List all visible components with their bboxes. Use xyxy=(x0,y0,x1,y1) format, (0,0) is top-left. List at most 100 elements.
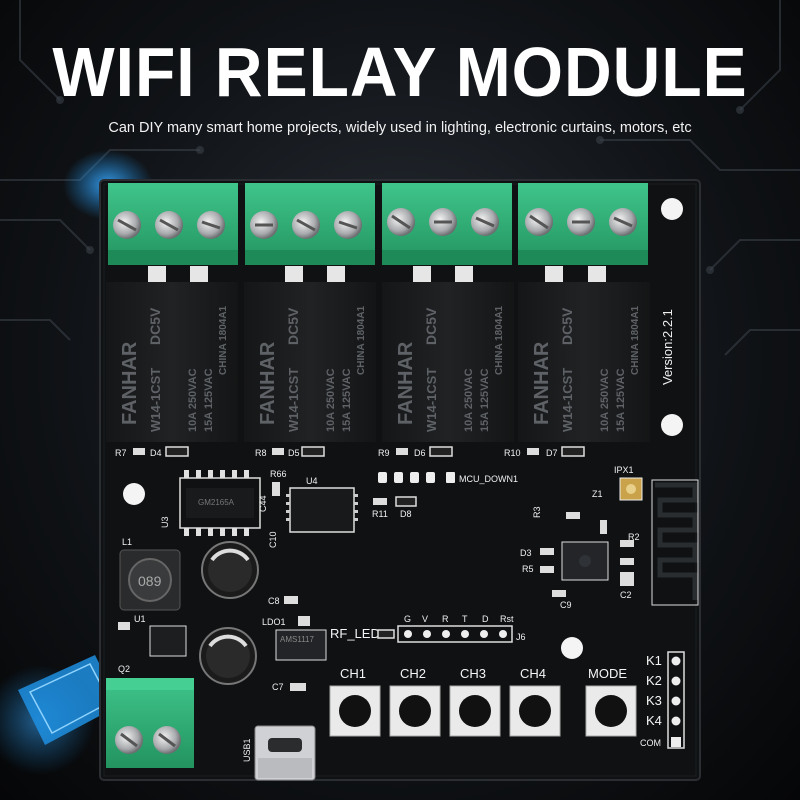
svg-text:K4: K4 xyxy=(646,713,662,728)
svg-text:15A 125VAC: 15A 125VAC xyxy=(341,368,353,432)
svg-text:D8: D8 xyxy=(400,509,412,519)
svg-text:CHINA 1804A1: CHINA 1804A1 xyxy=(218,305,229,375)
svg-text:D5: D5 xyxy=(288,448,300,458)
svg-text:Q2: Q2 xyxy=(118,664,130,674)
svg-text:DC5V: DC5V xyxy=(423,307,439,345)
ch2-button[interactable]: CH2 xyxy=(389,666,441,737)
svg-text:10A 250VAC: 10A 250VAC xyxy=(187,368,199,432)
page-subtitle: Can DIY many smart home projects, widely… xyxy=(108,120,692,136)
electrolytic-capacitor xyxy=(199,627,257,685)
svg-text:Rst: Rst xyxy=(500,614,514,624)
pcb-antenna xyxy=(655,482,698,600)
svg-text:K2: K2 xyxy=(646,673,662,688)
svg-text:CH3: CH3 xyxy=(460,666,486,681)
electrolytic-capacitor xyxy=(201,541,259,599)
svg-text:R7: R7 xyxy=(115,448,127,458)
svg-text:U4: U4 xyxy=(306,476,318,486)
terminal-block-4 xyxy=(518,183,648,265)
svg-text:LDO1: LDO1 xyxy=(262,617,286,627)
svg-text:U1: U1 xyxy=(134,614,146,624)
svg-text:COM: COM xyxy=(640,738,661,748)
svg-text:V: V xyxy=(422,614,428,624)
terminal-block-1 xyxy=(108,183,238,265)
relay-3: FANHAR DC5V W14-1CST 10A 250VAC 15A 125V… xyxy=(382,282,514,442)
svg-text:IPX1: IPX1 xyxy=(614,465,634,475)
svg-text:DC5V: DC5V xyxy=(147,307,163,345)
svg-text:CH1: CH1 xyxy=(340,666,366,681)
relay-1: FANHAR DC5V W14-1CST 10A 250VAC 15A 125V… xyxy=(106,282,238,442)
svg-text:W14-1CST: W14-1CST xyxy=(286,368,301,432)
ldo-regulator: AMS1117 xyxy=(275,629,327,661)
svg-text:R2: R2 xyxy=(628,532,640,542)
svg-text:DC5V: DC5V xyxy=(559,307,575,345)
mount-hole xyxy=(661,198,683,220)
relay-led-row: R7 D4 R8 D5 R9 D6 R10 D7 xyxy=(115,446,585,458)
svg-text:C9: C9 xyxy=(560,600,572,610)
svg-text:D6: D6 xyxy=(414,448,426,458)
k-pins: K1 K2 K3 K4 COM xyxy=(640,651,685,749)
svg-text:Z1: Z1 xyxy=(592,489,603,499)
svg-text:C44: C44 xyxy=(258,495,268,512)
terminal-block-2 xyxy=(245,183,375,265)
header-pins: G V R T D Rst J6 xyxy=(397,614,526,643)
svg-text:R: R xyxy=(442,614,449,624)
svg-text:C8: C8 xyxy=(268,596,280,606)
relay-4: FANHAR DC5V W14-1CST 10A 250VAC 15A 125V… xyxy=(518,282,650,442)
svg-text:AMS1117: AMS1117 xyxy=(280,635,314,644)
svg-text:U3: U3 xyxy=(160,516,170,528)
chip-u1 xyxy=(149,625,187,657)
esp-chip xyxy=(561,541,609,581)
mount-hole xyxy=(661,414,683,436)
ch1-button[interactable]: CH1 xyxy=(329,666,381,737)
svg-text:10A 250VAC: 10A 250VAC xyxy=(325,368,337,432)
svg-text:D4: D4 xyxy=(150,448,162,458)
svg-text:DC5V: DC5V xyxy=(285,307,301,345)
svg-text:FANHAR: FANHAR xyxy=(119,341,141,425)
mode-button[interactable]: MODE xyxy=(585,666,637,737)
svg-text:W14-1CST: W14-1CST xyxy=(148,368,163,432)
svg-text:G: G xyxy=(404,614,411,624)
svg-text:K3: K3 xyxy=(646,693,662,708)
svg-text:10A 250VAC: 10A 250VAC xyxy=(463,368,475,432)
svg-text:R3: R3 xyxy=(532,506,542,518)
svg-text:C10: C10 xyxy=(268,531,278,548)
svg-text:FANHAR: FANHAR xyxy=(395,341,417,425)
svg-text:K1: K1 xyxy=(646,653,662,668)
svg-text:FANHAR: FANHAR xyxy=(531,341,553,425)
svg-text:R5: R5 xyxy=(522,564,534,574)
svg-text:C7: C7 xyxy=(272,682,284,692)
svg-text:RF_LED: RF_LED xyxy=(330,626,380,641)
svg-text:R66: R66 xyxy=(270,469,287,479)
ch4-button[interactable]: CH4 xyxy=(509,666,561,737)
svg-text:T: T xyxy=(462,614,468,624)
micro-usb-port[interactable] xyxy=(254,725,316,781)
svg-text:D3: D3 xyxy=(520,548,532,558)
svg-text:J6: J6 xyxy=(516,632,526,642)
svg-text:CHINA 1804A1: CHINA 1804A1 xyxy=(494,305,505,375)
svg-text:D: D xyxy=(482,614,489,624)
ch3-button[interactable]: CH3 xyxy=(449,666,501,737)
svg-text:GM2165A: GM2165A xyxy=(198,498,235,507)
mount-hole xyxy=(561,637,583,659)
chip-u3: GM2165A U3 xyxy=(160,470,261,536)
svg-text:CH2: CH2 xyxy=(400,666,426,681)
svg-text:R10: R10 xyxy=(504,448,521,458)
svg-text:R9: R9 xyxy=(378,448,390,458)
svg-text:CHINA 1804A1: CHINA 1804A1 xyxy=(630,305,641,375)
svg-text:W14-1CST: W14-1CST xyxy=(424,368,439,432)
svg-text:MODE: MODE xyxy=(588,666,627,681)
svg-text:15A 125VAC: 15A 125VAC xyxy=(479,368,491,432)
svg-text:FANHAR: FANHAR xyxy=(257,341,279,425)
terminal-block-3 xyxy=(382,183,512,265)
mount-hole xyxy=(123,483,145,505)
version-label: Version:2.2.1 xyxy=(660,309,675,385)
svg-text:089: 089 xyxy=(138,573,162,589)
mcu-pads: MCU_DOWN1 xyxy=(378,472,518,484)
svg-text:L1: L1 xyxy=(122,537,132,547)
svg-text:USB1: USB1 xyxy=(242,738,252,762)
chip-u4: U4 xyxy=(286,476,358,533)
svg-text:CH4: CH4 xyxy=(520,666,546,681)
svg-text:10A 250VAC: 10A 250VAC xyxy=(599,368,611,432)
